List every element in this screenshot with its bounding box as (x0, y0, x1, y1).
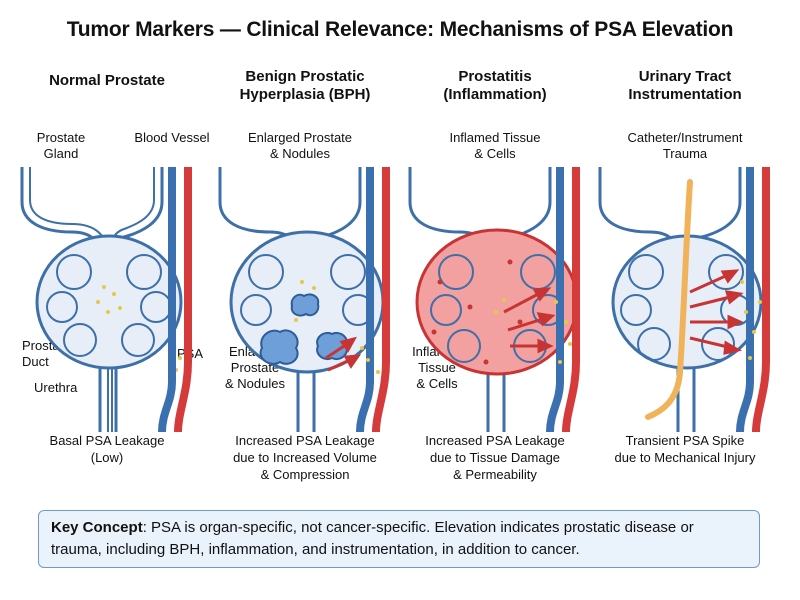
label-enlarged-prostate-top: Enlarged Prostate & Nodules (247, 130, 353, 161)
panel-title: Normal Prostate (49, 72, 165, 89)
caption-basal-leakage: Basal PSA Leakage (Low) (49, 433, 165, 465)
instrumentation-illustration (598, 167, 770, 432)
panel-bph: Benign Prostatic Hyperplasia (BPH) Enlar… (210, 62, 400, 492)
panel-title: Benign Prostatic Hyperplasia (BPH) (239, 68, 371, 103)
prostatitis-illustration (408, 167, 580, 432)
label-inflamed-tissue-top: Inflamed Tissue & Cells (449, 130, 541, 161)
label-catheter-trauma: Catheter/Instrument Trauma (627, 130, 743, 161)
page-title: Tumor Markers — Clinical Relevance: Mech… (66, 18, 734, 41)
panel-normal-prostate: Normal Prostate Prostate Gland Blood Ves… (12, 62, 210, 492)
label-blood-vessel: Blood Vessel (134, 130, 210, 145)
key-concept-box: Key Concept: PSA is organ-specific, not … (38, 510, 760, 568)
panel-instrumentation: Urinary Tract Instrumentation Catheter/I… (590, 62, 780, 492)
key-concept-heading: Key Concept (51, 519, 143, 536)
key-concept-text: : PSA is organ-specific, not cancer-spec… (51, 519, 694, 558)
caption-bph: Increased PSA Leakage due to Increased V… (233, 433, 377, 482)
panel-title: Urinary Tract Instrumentation (628, 68, 742, 103)
panel-prostatitis: Prostatitis (Inflammation) Inflamed Tiss… (400, 62, 590, 492)
caption-prostatitis: Increased PSA Leakage due to Tissue Dama… (425, 433, 565, 482)
bph-illustration (218, 167, 390, 432)
label-urethra: Urethra (34, 380, 78, 395)
normal-prostate-illustration (20, 167, 192, 432)
label-prostate-gland: Prostate Gland (36, 130, 86, 161)
panel-title: Prostatitis (Inflammation) (443, 68, 547, 103)
caption-instrumentation: Transient PSA Spike due to Mechanical In… (614, 433, 756, 465)
